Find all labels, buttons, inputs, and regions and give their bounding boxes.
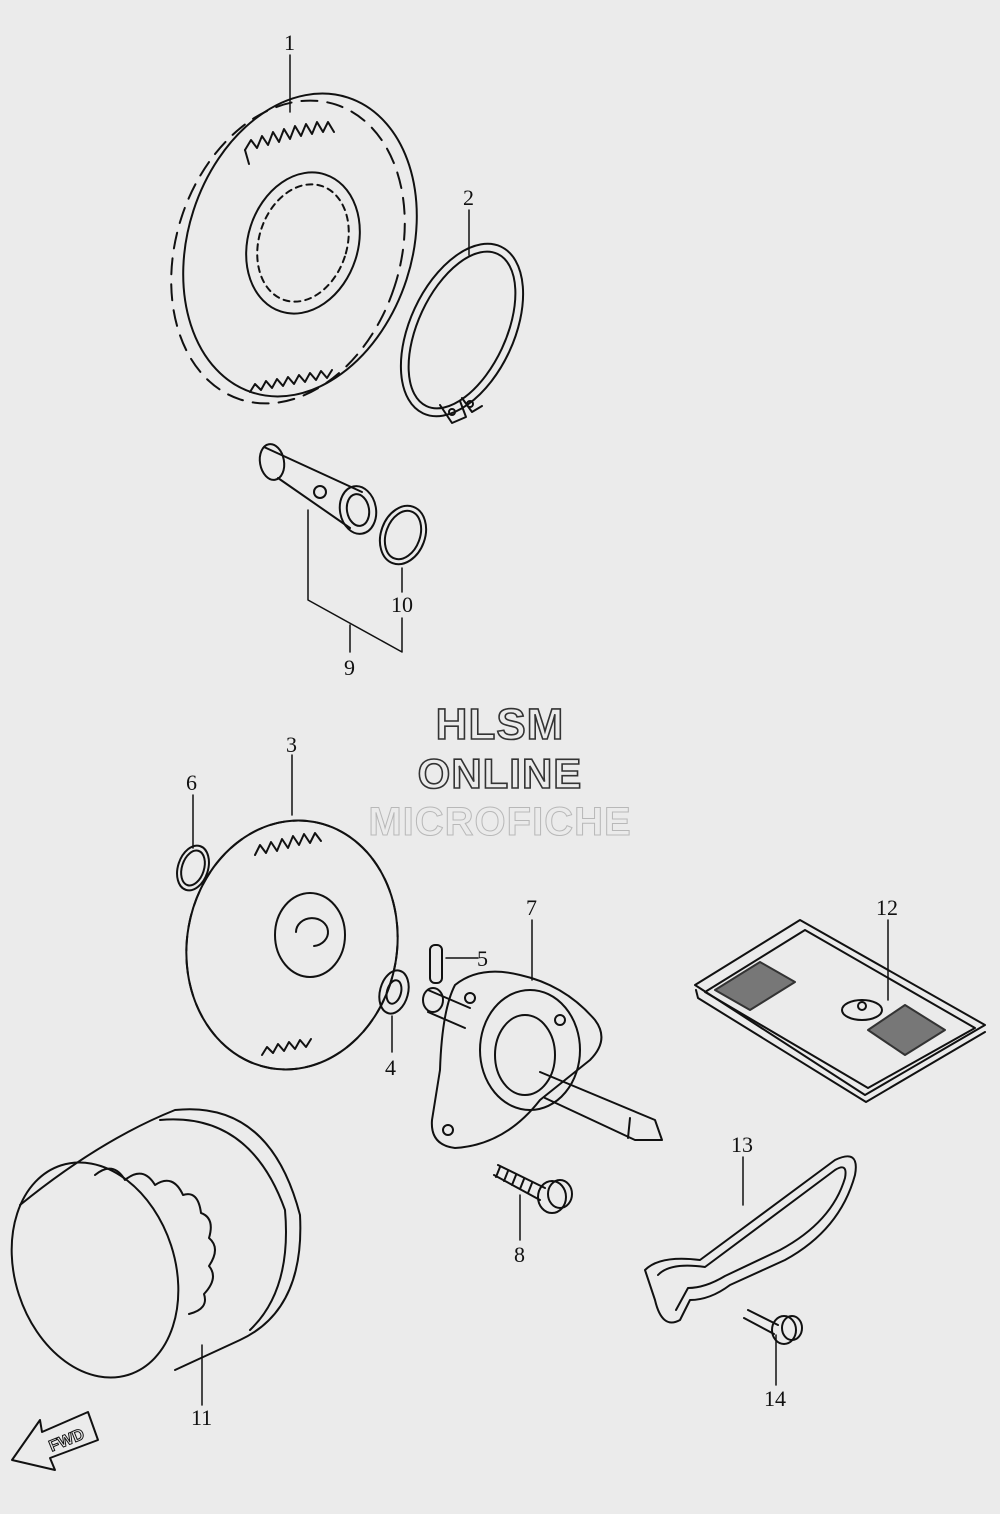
callout-10: 10 [391, 592, 413, 617]
part-13-gasket [644, 1155, 857, 1324]
callout-3: 3 [286, 732, 297, 757]
part-10-o-ring [378, 504, 428, 566]
part-3-gear [185, 819, 399, 1071]
part-11-oil-filter [10, 1108, 302, 1379]
callout-2: 2 [463, 185, 474, 210]
part-2-circlip [399, 242, 525, 424]
callout-12: 12 [876, 895, 898, 920]
callout-6: 6 [186, 770, 197, 795]
callout-11: 11 [191, 1405, 212, 1430]
callout-1: 1 [284, 30, 295, 55]
watermark-line-3: MICROFICHE [368, 800, 632, 845]
callout-14: 14 [764, 1386, 786, 1411]
callout-8: 8 [514, 1242, 525, 1267]
callout-7: 7 [526, 895, 537, 920]
fwd-arrow-icon [11, 1411, 99, 1471]
callout-9: 9 [344, 655, 355, 680]
callout-5: 5 [477, 946, 488, 971]
callout-13: 13 [731, 1132, 753, 1157]
part-9-shaft [258, 443, 378, 535]
part-5-pin [429, 944, 443, 984]
leader-lines [192, 54, 889, 1406]
part-8-bolt [493, 1164, 573, 1214]
part-4-washer [378, 969, 410, 1015]
part-14-bolt [743, 1309, 803, 1345]
part-7-oil-pump [422, 970, 663, 1149]
part-12-strainer [694, 919, 986, 1103]
watermark-line-1: HLSM [435, 699, 565, 750]
watermark-line-2: ONLINE [417, 749, 583, 798]
part-1-gear [170, 92, 418, 405]
callout-4: 4 [385, 1055, 396, 1080]
part-6-ring [176, 844, 210, 892]
